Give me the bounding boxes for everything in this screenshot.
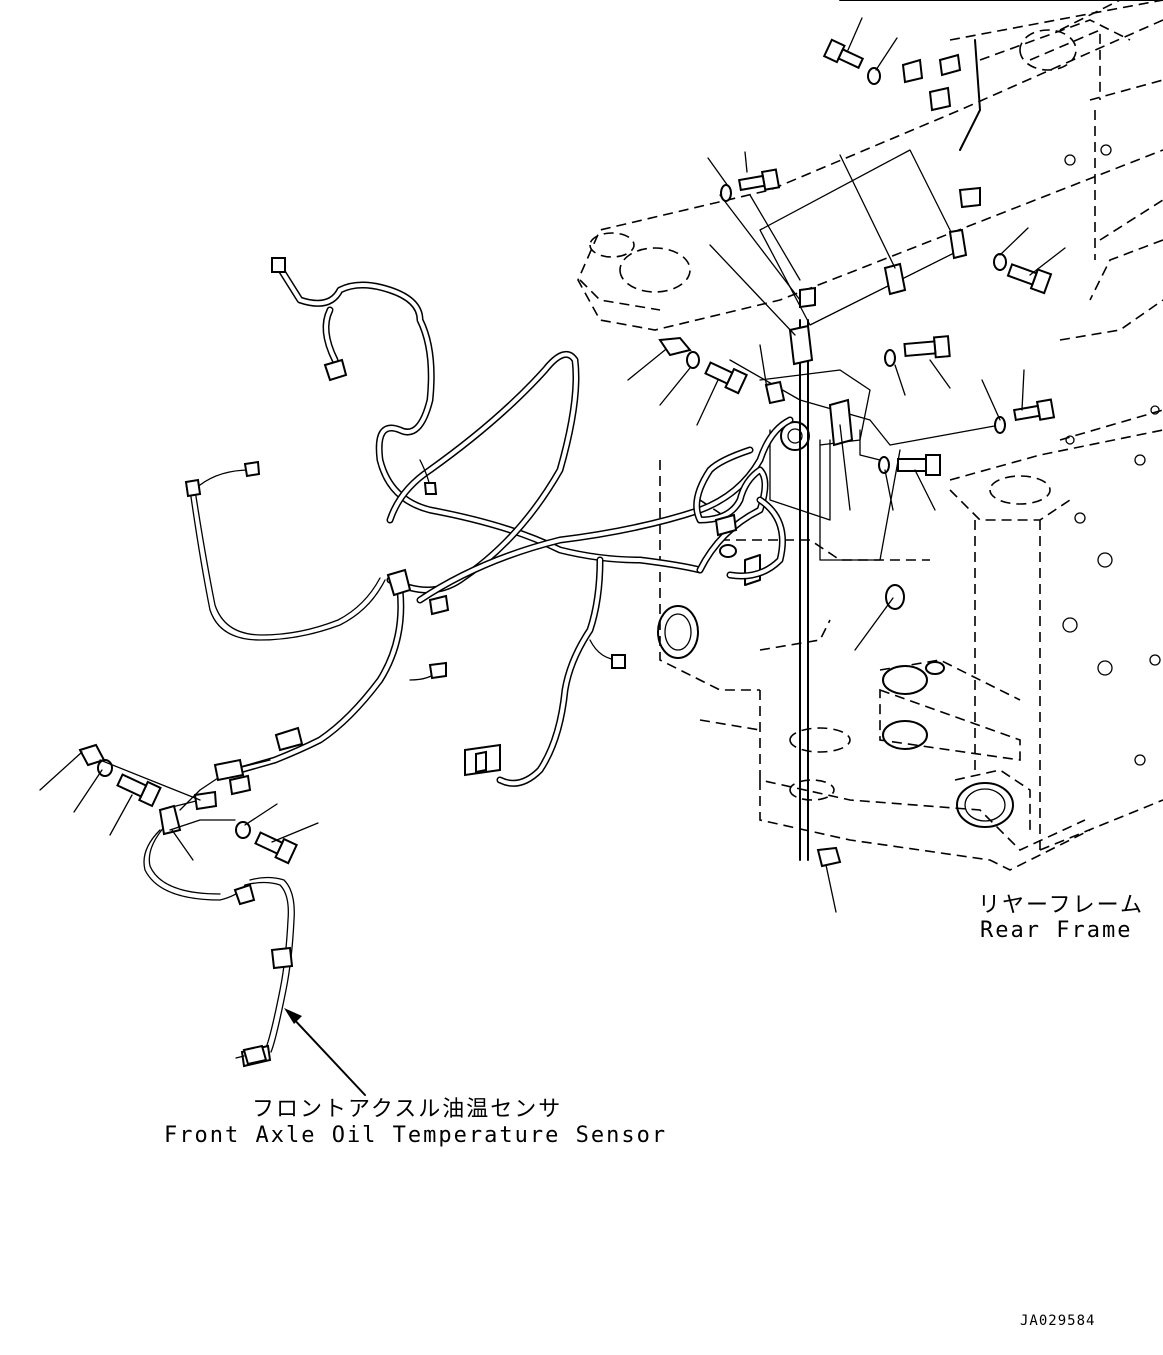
bolts: [116, 38, 1056, 865]
sensor-label-jp: フロントアクスル油温センサ: [252, 1097, 563, 1122]
connectors: [184, 53, 981, 1068]
rear-frame-label-jp: リヤーフレーム: [978, 893, 1145, 918]
rear-frame-label-en: Rear Frame: [980, 918, 1133, 943]
clips: [78, 228, 968, 836]
oil-temperature-sensor: [235, 1044, 268, 1066]
sensor-label-en: Front Axle Oil Temperature Sensor: [164, 1123, 668, 1148]
washers: [97, 67, 1007, 839]
leader-lines: [39, 17, 1066, 913]
sensor-pointer-arrow: [284, 1008, 366, 1096]
rear-frame-outline: [577, 0, 1163, 871]
main-wire-harness: [143, 261, 1001, 1053]
center-hinge-assembly: [719, 149, 961, 868]
drawing-code: JA029584: [1020, 1313, 1096, 1329]
